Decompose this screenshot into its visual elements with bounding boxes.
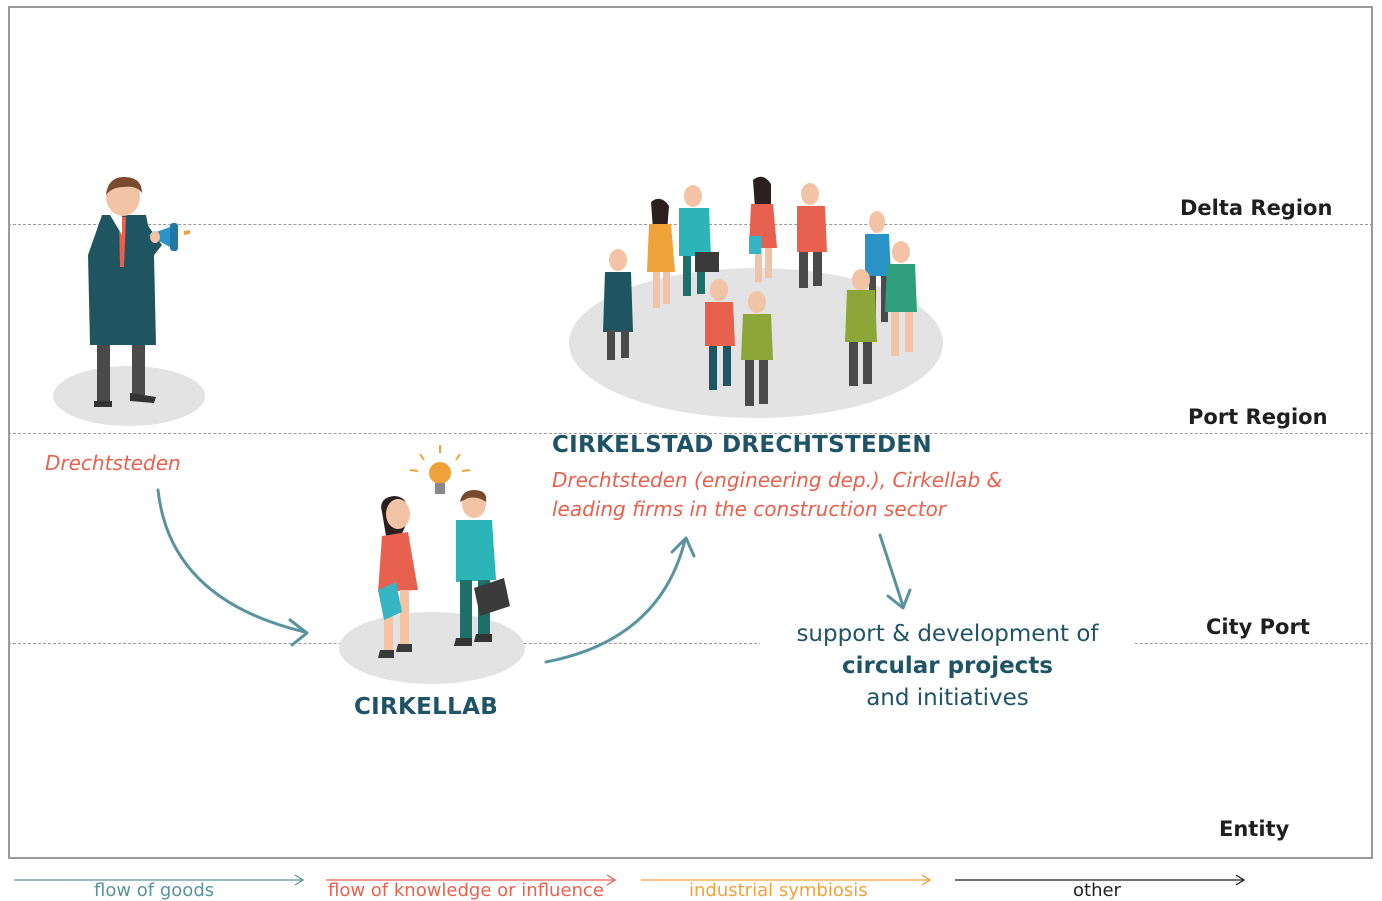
legend-label-flow-of-knowledge: flow of knowledge or influence bbox=[328, 880, 604, 901]
legend-label-industrial-symbiosis: industrial symbiosis bbox=[689, 880, 868, 901]
arrow-cirkelstad-to-outcome bbox=[878, 533, 905, 608]
group-person-orange bbox=[647, 198, 675, 308]
group-person-olive-right bbox=[845, 269, 877, 386]
legend-other: other bbox=[955, 874, 1247, 901]
outcome-line2-bold: circular projects bbox=[841, 653, 1054, 679]
group-person-green bbox=[885, 241, 917, 356]
cirkelstad-members-line2: leading firms in the construction sector bbox=[552, 497, 947, 521]
city-port-line bbox=[8, 643, 1373, 644]
layer-label-port-region: Port Region bbox=[1178, 405, 1338, 429]
cirkelstad-members-line1: Drechtsteden (engineering dep.), Cirkell… bbox=[552, 468, 1003, 492]
group-person-teal-briefcase bbox=[679, 185, 719, 296]
drechtsteden-figure bbox=[53, 177, 205, 426]
outcome-block: support & development of circular projec… bbox=[760, 618, 1135, 714]
group-person-red-shirt bbox=[797, 183, 827, 288]
legend-flow-of-goods: flow of goods bbox=[14, 874, 306, 901]
outcome-line2: circular projects bbox=[760, 650, 1135, 682]
group-person-olive-handshake bbox=[741, 291, 773, 406]
cirkelstad-group bbox=[569, 176, 943, 418]
drechtsteden-label: Drechtsteden bbox=[45, 451, 181, 475]
lightbulb-icon bbox=[429, 462, 451, 484]
arrowhead-cirkelstad bbox=[670, 536, 696, 558]
port-region-line bbox=[8, 433, 1373, 434]
layer-label-delta-region: Delta Region bbox=[1170, 196, 1343, 220]
outcome-line1: support & development of bbox=[796, 621, 1099, 647]
legend-flow-of-knowledge: flow of knowledge or influence bbox=[326, 874, 618, 901]
group-person-red-dress bbox=[749, 176, 777, 282]
outcome-line3: and initiatives bbox=[866, 685, 1029, 711]
arrowhead-cirkellab bbox=[288, 618, 309, 647]
cirkellab-figures bbox=[339, 445, 525, 684]
layer-label-city-port: City Port bbox=[1196, 615, 1320, 639]
cirkellab-title: CIRKELLAB bbox=[354, 694, 499, 720]
cirkelstad-title: CIRKELSTAD DRECHTSTEDEN bbox=[552, 432, 932, 458]
legend-label-other: other bbox=[1073, 880, 1121, 901]
arrowhead-outcome bbox=[886, 588, 912, 610]
legend-industrial-symbiosis: industrial symbiosis bbox=[641, 874, 933, 901]
group-person-red-handshake bbox=[705, 279, 735, 390]
group-person-dark-coat bbox=[603, 249, 633, 360]
arrow-cirkellab-to-cirkelstad bbox=[544, 538, 687, 664]
legend-label-flow-of-goods: flow of goods bbox=[94, 880, 215, 901]
diagram-frame bbox=[8, 6, 1373, 859]
arrow-drechtsteden-to-cirkellab bbox=[156, 488, 307, 634]
layer-label-entity: Entity bbox=[1219, 817, 1290, 841]
